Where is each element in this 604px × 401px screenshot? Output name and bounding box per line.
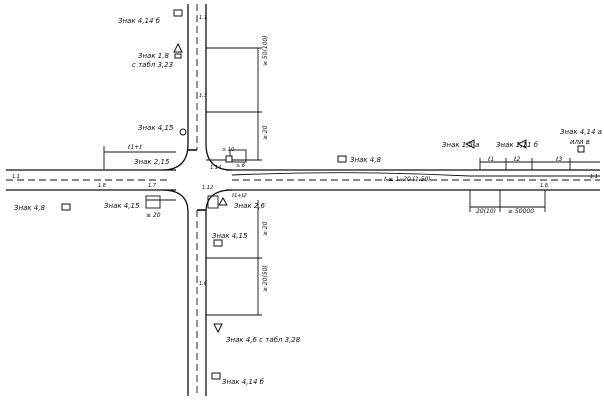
marking-1-1-vertical: 1.1 xyxy=(199,15,207,21)
dim-ten: ≥ 10 xyxy=(222,147,235,153)
corner-curve xyxy=(205,143,233,171)
sign-4-15-top-icon xyxy=(179,128,187,136)
traffic-island xyxy=(145,195,161,209)
dim-l1: ℓ1 xyxy=(488,156,495,163)
dim-l2: ℓ2 xyxy=(514,156,521,163)
sign-1-8-triangle-icon xyxy=(173,42,183,53)
dim-l-small: ℓ1+ℓ xyxy=(128,144,142,151)
dim-c6: ≥ 6 xyxy=(236,163,245,169)
corner-curve xyxy=(205,189,233,213)
dim-left-20: ≥ 20 xyxy=(146,212,161,219)
sign-label-4-8-left: Знак 4,8 xyxy=(14,204,45,212)
dim-right-block: 20(10) xyxy=(476,208,496,215)
sign-label-1-11b: Знак 1,11 б xyxy=(496,141,538,149)
sign-label-4-14b-bottom: Знак 4,14 б xyxy=(222,378,264,386)
sign-label-4-14a-or: или в xyxy=(570,138,590,146)
dim-taper: ℓ ≤ 1: 20 (1:50) xyxy=(384,176,431,183)
marking-1-8-b: 1.8 xyxy=(540,183,548,189)
sign-label-1-5a: Знак 1,5 а xyxy=(442,141,480,149)
dim-right-50000: ≥ 50000 xyxy=(508,208,535,215)
marking-1-12: 1.12 xyxy=(202,185,214,191)
dim-bottom-20: ≥ 20 xyxy=(262,221,269,236)
sign-4-14a-icon xyxy=(577,145,585,153)
sign-4-8-left-icon xyxy=(61,203,71,211)
sign-label-4-6-plate: Знак 4,6 с табл 3,28 xyxy=(226,336,301,344)
sign-1-5a-icon xyxy=(464,139,475,149)
sign-label-2-15: Знак 2,15 xyxy=(134,158,170,166)
sign-label-4-15-bottom: Знак 4,15 xyxy=(212,232,248,240)
sign-label-4-15-top: Знак 4,15 xyxy=(138,124,174,132)
sign-4-6-icon xyxy=(213,323,223,334)
sign-label-2-6: Знак 2,6 xyxy=(234,202,265,210)
sign-2-15-icon xyxy=(225,155,233,163)
sign-4-14b-bottom-icon xyxy=(211,372,221,380)
dim-bottom-distance: ≥ 20(50) xyxy=(262,265,269,292)
sign-1-11b-icon xyxy=(516,139,527,149)
marking-1-14: 1.14 xyxy=(210,165,222,171)
sign-4-8-right-icon xyxy=(337,155,347,163)
marking-1-7: 1.7 xyxy=(148,183,156,189)
sign-label-1-8-plate: с табл 3,23 xyxy=(132,61,174,69)
dim-l3: ℓ3 xyxy=(556,156,563,163)
corner-curve xyxy=(161,189,189,213)
traffic-island xyxy=(207,195,219,209)
marking-1-3: 1.3 xyxy=(199,93,207,99)
dim-top-20: ≥ 20 xyxy=(262,125,269,140)
dim-top-distance: ≥ 50(100) xyxy=(262,35,269,66)
marking-1-8-a: 1.8 xyxy=(98,183,106,189)
sign-label-4-14a: Знак 4,14 а xyxy=(560,128,602,136)
lane-taper xyxy=(231,172,600,177)
sign-label-4-14b-top: Знак 4,14 б xyxy=(118,17,160,25)
sign-label-4-15-left: Знак 4,15 xyxy=(104,202,140,210)
sign-2-6-icon xyxy=(218,196,228,206)
sign-label-4-8-right: Знак 4,8 xyxy=(350,156,381,164)
sign-4-15-bottom-icon xyxy=(213,239,223,247)
marking-1-1-right: 1.1 xyxy=(590,174,598,180)
sign-4-14b-top-icon xyxy=(173,9,183,17)
sign-label-1-8: Знак 1,8 xyxy=(138,52,169,60)
marking-1-1-left: 1.1 xyxy=(12,174,20,180)
marking-1-6: 1.6 xyxy=(199,281,207,287)
corner-curve xyxy=(161,143,189,171)
dim-b-a: ℓ1+ℓ2 xyxy=(232,193,247,199)
sign-1-8-plate-icon xyxy=(174,53,182,59)
